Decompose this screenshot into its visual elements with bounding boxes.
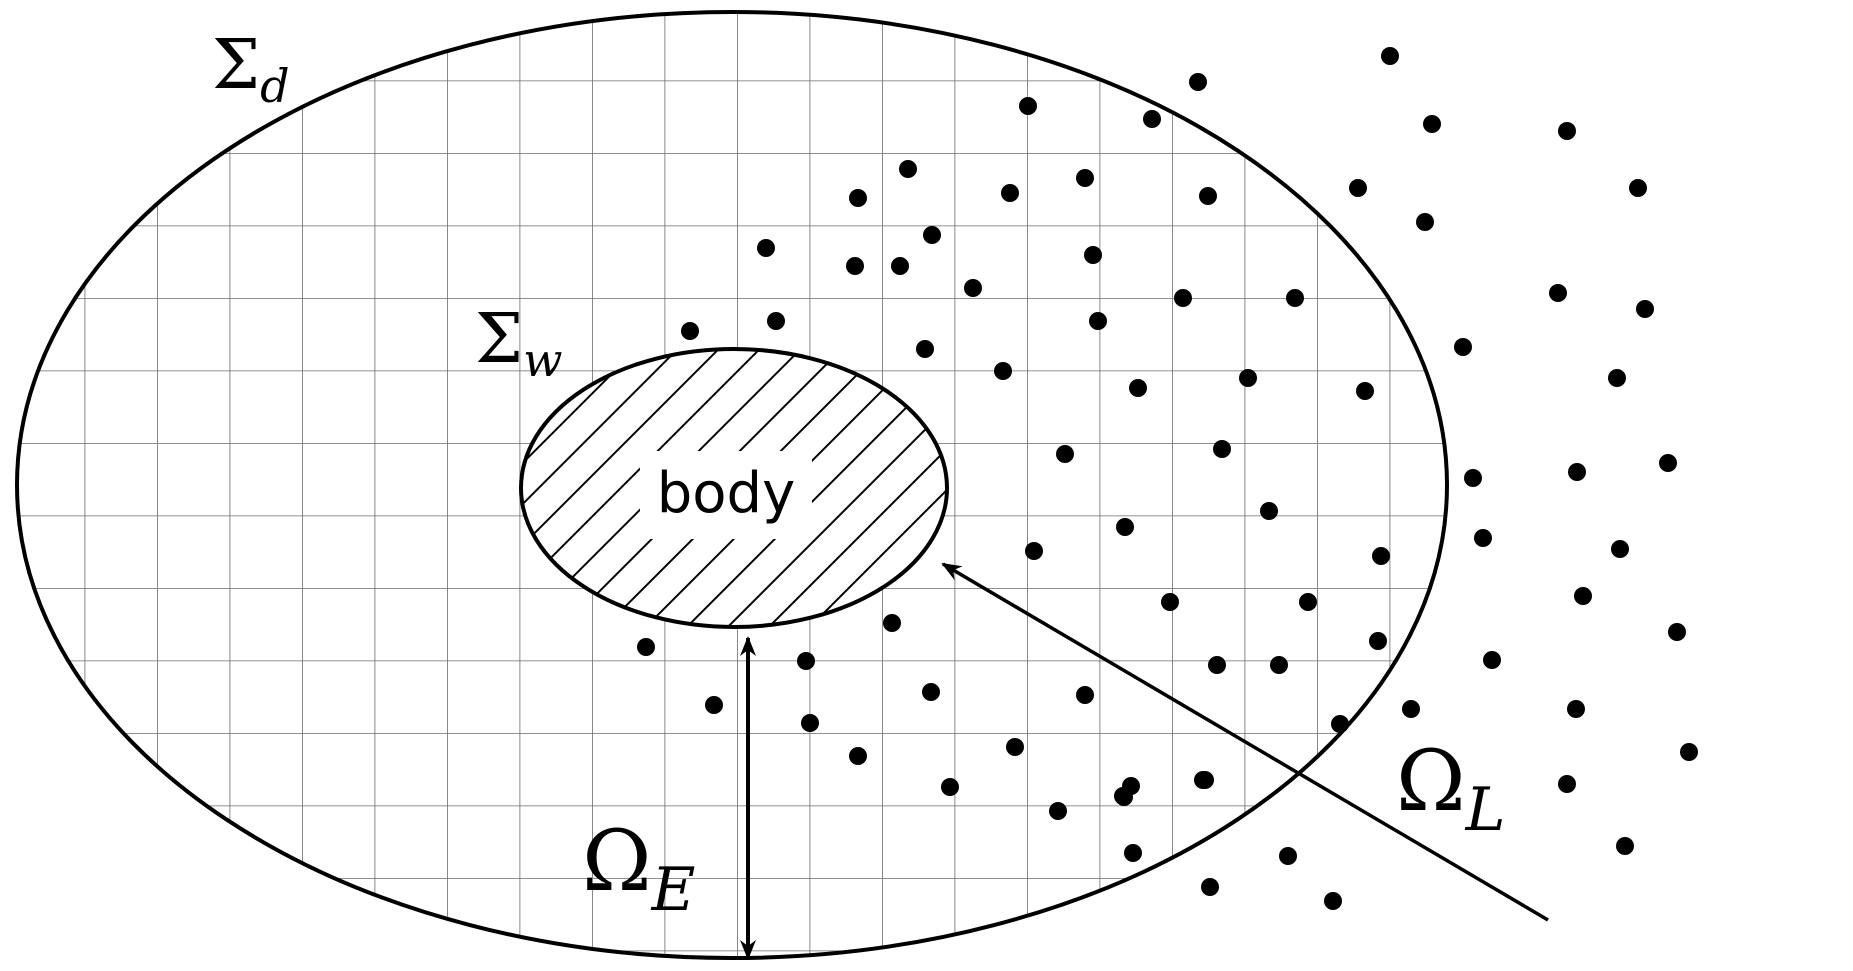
particle xyxy=(1558,122,1576,140)
particle xyxy=(1668,623,1686,641)
particle xyxy=(1611,540,1629,558)
particle xyxy=(1084,246,1102,264)
particle xyxy=(1331,715,1349,733)
inner-boundary-sigma-w xyxy=(519,347,949,629)
particle xyxy=(757,239,775,257)
particle xyxy=(916,340,934,358)
particle xyxy=(964,279,982,297)
particle xyxy=(1636,300,1654,318)
particle xyxy=(1369,632,1387,650)
particle xyxy=(891,257,909,275)
particle xyxy=(637,638,655,656)
label-sigma-w: Σw xyxy=(475,300,562,387)
particle xyxy=(849,747,867,765)
label-sigma-d-base: Σ xyxy=(212,26,260,105)
particle xyxy=(1324,892,1342,910)
particle xyxy=(1549,284,1567,302)
particle xyxy=(1381,47,1399,65)
particle xyxy=(1199,187,1217,205)
body-label-background xyxy=(640,451,812,539)
particle xyxy=(1143,110,1161,128)
label-omega-l-base: Ω xyxy=(1396,732,1466,830)
particle xyxy=(1161,593,1179,611)
body-region xyxy=(519,347,949,629)
label-omega-e-base: Ω xyxy=(582,812,652,910)
particle xyxy=(1116,518,1134,536)
particle xyxy=(1124,844,1142,862)
particle xyxy=(1558,775,1576,793)
particle xyxy=(1001,184,1019,202)
particle xyxy=(923,226,941,244)
particle xyxy=(767,312,785,330)
particle xyxy=(899,160,917,178)
particle xyxy=(1208,656,1226,674)
particle xyxy=(1056,445,1074,463)
particle xyxy=(1286,289,1304,307)
particle xyxy=(1464,469,1482,487)
particle xyxy=(1349,179,1367,197)
outer-boundary-sigma-d xyxy=(15,10,1449,960)
particle xyxy=(941,778,959,796)
particle xyxy=(883,614,901,632)
particle xyxy=(1454,338,1472,356)
particle xyxy=(1402,700,1420,718)
particle xyxy=(1372,547,1390,565)
particle xyxy=(801,714,819,732)
particle xyxy=(1201,878,1219,896)
particle xyxy=(846,257,864,275)
particle xyxy=(1270,656,1288,674)
lagrangian-pointer-arrow xyxy=(941,562,1549,922)
particle xyxy=(1680,743,1698,761)
particle xyxy=(1356,382,1374,400)
particle xyxy=(1474,529,1492,547)
particle xyxy=(1025,542,1043,560)
particle xyxy=(1567,700,1585,718)
particle xyxy=(1049,802,1067,820)
label-sigma-w-base: Σ xyxy=(475,300,523,379)
particle xyxy=(922,683,940,701)
label-omega-l-sub: L xyxy=(1465,775,1506,845)
label-sigma-d-sub: d xyxy=(260,59,289,113)
label-omega-e: ΩE xyxy=(582,812,695,925)
particle xyxy=(1629,179,1647,197)
label-omega-e-sub: E xyxy=(651,855,696,925)
label-omega-l: ΩL xyxy=(1396,732,1506,845)
particle xyxy=(705,696,723,714)
particle xyxy=(1423,115,1441,133)
particle xyxy=(681,322,699,340)
lagrangian-particles xyxy=(637,47,1698,910)
particle xyxy=(1616,837,1634,855)
particle xyxy=(1483,651,1501,669)
particle xyxy=(1574,587,1592,605)
particle xyxy=(1076,686,1094,704)
particle xyxy=(1213,440,1231,458)
particle xyxy=(1129,379,1147,397)
particle xyxy=(1122,777,1140,795)
particle xyxy=(1659,454,1677,472)
particle xyxy=(849,189,867,207)
particle xyxy=(1076,169,1094,187)
particle xyxy=(1416,213,1434,231)
particle xyxy=(1608,369,1626,387)
particle xyxy=(1089,312,1107,330)
particle xyxy=(1189,73,1207,91)
particle xyxy=(1239,369,1257,387)
particle xyxy=(797,652,815,670)
label-sigma-d: Σd xyxy=(212,26,290,113)
particle xyxy=(1568,463,1586,481)
particle xyxy=(1299,593,1317,611)
particle xyxy=(1174,289,1192,307)
particle xyxy=(1260,502,1278,520)
particle xyxy=(1019,97,1037,115)
particle xyxy=(1279,847,1297,865)
particle xyxy=(1196,771,1214,789)
particle xyxy=(1006,738,1024,756)
label-sigma-w-sub: w xyxy=(523,333,562,387)
body-label: body xyxy=(657,461,796,526)
particle xyxy=(994,362,1012,380)
